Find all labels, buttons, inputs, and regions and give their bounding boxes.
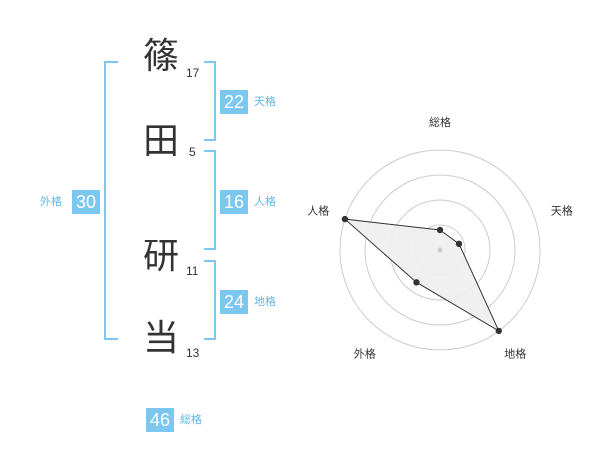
radar-grid-ring [339,149,541,351]
radar-axis-label: 地格 [504,347,526,361]
soukaku-label: 総格 [180,413,202,426]
gaikaku-label: 外格 [40,195,62,208]
name-char-1: 篠 [142,36,179,77]
gaikaku-bracket [104,61,118,340]
chikaku-label: 地格 [254,295,276,308]
chikaku-bracket [204,260,216,340]
soukaku-value: 46 [146,408,174,432]
radar-data-point [495,327,502,335]
radar-grid-ring [364,174,516,326]
stroke-count-1: 17 [186,66,200,80]
stroke-count-3: 11 [186,264,199,278]
radar-axis-label: 外格 [354,347,376,361]
jinkaku-label: 人格 [254,195,276,208]
radar-data-point [436,226,444,234]
radar-data-point [341,215,349,223]
radar-axis-label: 天格 [551,203,573,217]
tenkaku-label: 天格 [254,95,276,108]
stroke-count-2: 5 [189,145,196,159]
radar-data-point [455,240,463,248]
jinkaku-bracket [204,150,216,250]
radar-data-point [413,279,420,286]
tenkaku-value: 22 [220,90,248,114]
name-char-4: 当 [142,318,179,359]
gaikaku-value: 30 [72,190,100,214]
radar-axis-label: 人格 [307,203,329,217]
stroke-count-4: 13 [186,346,200,360]
radar-axis-label: 総格 [429,115,451,129]
radar-center-dot [437,247,443,253]
tenkaku-bracket [204,61,216,141]
jinkaku-value: 16 [220,190,248,214]
name-char-3: 研 [142,236,179,277]
radar-data-polygon [343,218,500,333]
chikaku-value: 24 [220,290,248,314]
name-char-2: 田 [142,121,179,162]
